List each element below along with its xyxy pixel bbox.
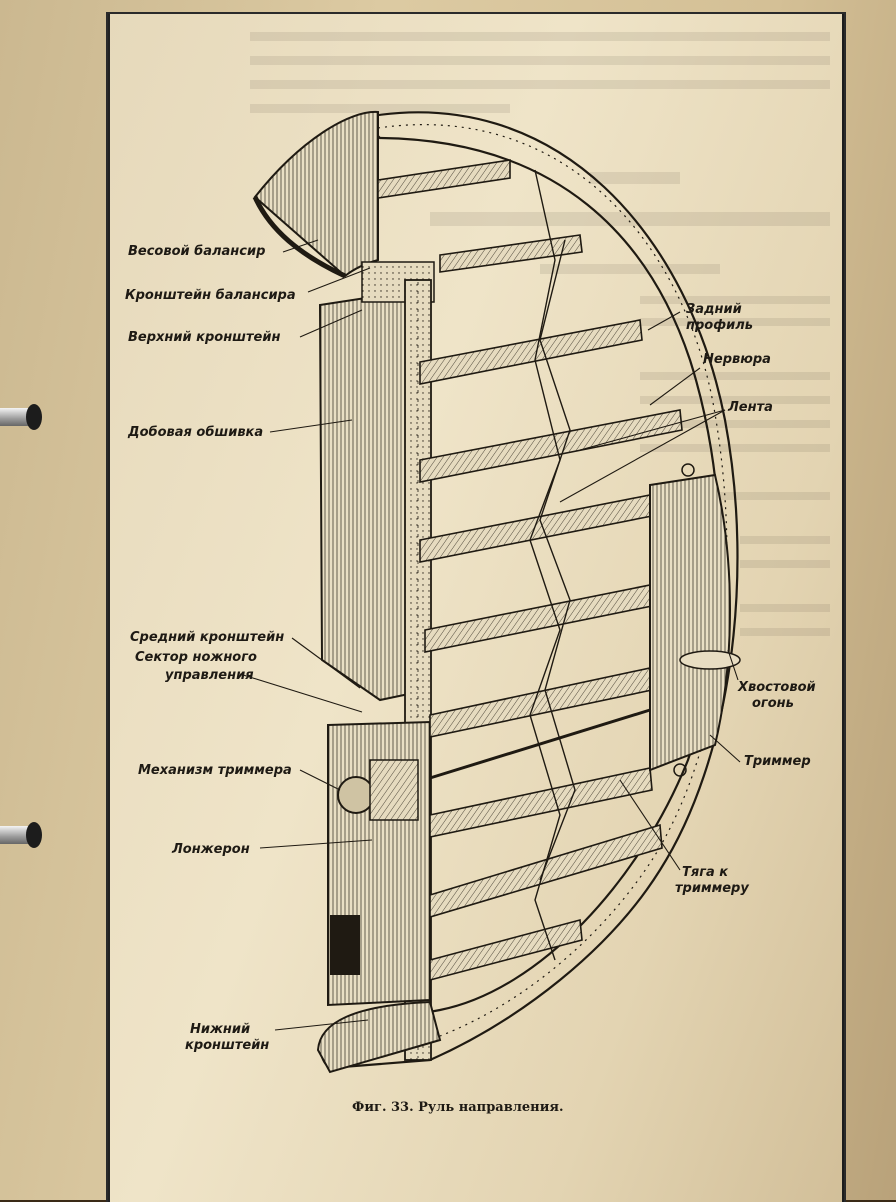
label-sector-line2: управления	[165, 668, 254, 683]
label-trimmer-mechanism: Механизм триммера	[138, 763, 292, 778]
binder-ring-upper	[0, 404, 42, 430]
label-lower-bracket-line1: Нижний	[190, 1022, 251, 1037]
label-weight-balance: Весовой балансир	[128, 244, 266, 259]
label-tail-light-line2: огонь	[752, 696, 794, 711]
label-tape: Лента	[728, 400, 773, 415]
trimmer-pushrod	[429, 708, 651, 780]
label-rib: Нервюра	[703, 352, 771, 367]
leader-lines	[239, 239, 741, 1031]
tapes	[529, 169, 576, 961]
figure-caption: Фиг. 33. Руль направления.	[352, 1100, 564, 1115]
label-tail-light-line1: Хвостовой	[738, 680, 816, 695]
label-trimmer: Триммер	[744, 754, 811, 769]
tail-light	[679, 650, 741, 670]
binder-ring-lower	[0, 822, 42, 848]
label-rear-profile-line1: Задний	[686, 302, 742, 317]
label-pushrod-line2: триммеру	[675, 881, 749, 896]
trimmer-mechanism	[337, 776, 375, 814]
label-sector-line1: Сектор ножного	[135, 650, 257, 665]
label-middle-bracket: Средний кронштейн	[130, 630, 285, 645]
label-spar: Лонжерон	[172, 842, 250, 857]
label-upper-bracket: Верхний кронштейн	[128, 330, 281, 345]
ribs	[377, 159, 683, 982]
label-pushrod-line1: Тяга к	[682, 865, 729, 880]
trimmer-tab	[649, 473, 731, 772]
label-lower-bracket-line2: кронштейн	[185, 1038, 270, 1053]
bottom-horn	[316, 1000, 442, 1074]
weight-balance-horn	[253, 110, 379, 278]
label-balance-bracket: Кронштейн балансира	[125, 288, 296, 303]
label-covering: Добовая обшивка	[128, 425, 264, 440]
label-rear-profile-line2: профиль	[686, 318, 753, 333]
